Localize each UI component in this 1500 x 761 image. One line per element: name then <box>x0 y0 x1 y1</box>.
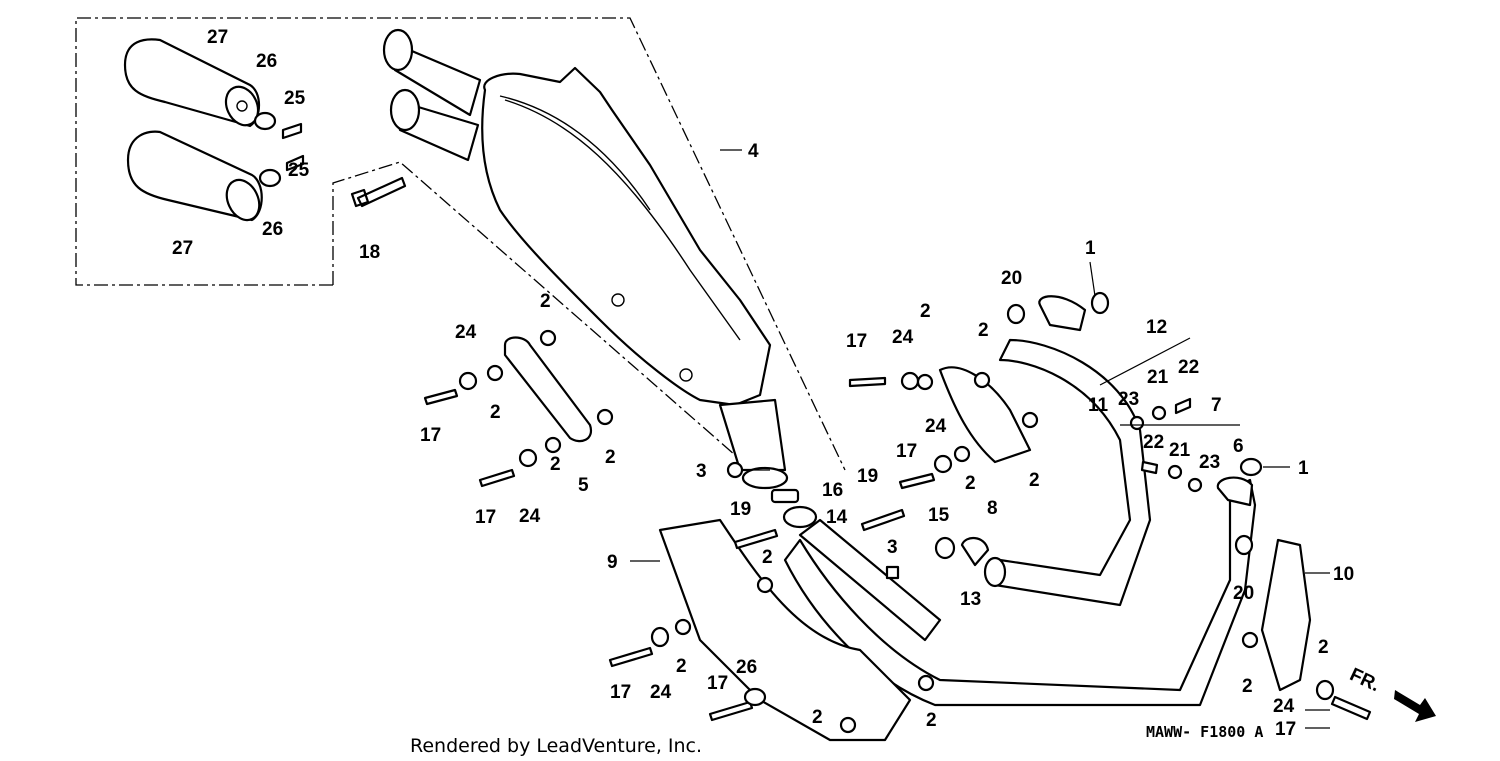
washer-26-lower <box>258 168 282 188</box>
callout-24: 24 <box>455 322 477 343</box>
callout-5: 5 <box>578 475 589 496</box>
callout-13: 13 <box>960 589 981 610</box>
callout-2: 2 <box>920 301 931 322</box>
callout-2: 2 <box>965 473 976 494</box>
callout-23: 23 <box>1118 389 1139 410</box>
callout-2: 2 <box>676 656 687 677</box>
flange-left <box>1038 295 1087 332</box>
callout-22: 22 <box>1143 432 1164 453</box>
callout-17: 17 <box>420 425 441 446</box>
callout-17: 17 <box>475 507 496 528</box>
callout-14: 14 <box>826 507 848 528</box>
callout-1: 1 <box>1298 458 1309 479</box>
callout-22: 22 <box>1178 357 1199 378</box>
callout-18: 18 <box>359 242 380 263</box>
diagram-code: MAWW- F1800 A <box>1146 723 1263 741</box>
clamp-16 <box>770 488 800 504</box>
joint-pipe <box>798 518 942 642</box>
callout-24: 24 <box>925 416 947 437</box>
bolt-18 <box>350 176 407 208</box>
inset-box-frame <box>75 17 846 471</box>
callout-21: 21 <box>1147 367 1169 388</box>
callout-2: 2 <box>812 707 823 728</box>
callout-19: 19 <box>730 499 751 520</box>
callout-2: 2 <box>490 402 501 423</box>
callout-24: 24 <box>650 682 672 703</box>
callout-24: 24 <box>892 327 914 348</box>
callout-23: 23 <box>1199 452 1220 473</box>
callout-3: 3 <box>887 537 898 558</box>
fasteners <box>423 291 1372 734</box>
callout-2: 2 <box>540 291 551 312</box>
callout-27: 27 <box>172 238 193 259</box>
callout-2: 2 <box>1242 676 1253 697</box>
callout-17: 17 <box>896 441 917 462</box>
end-cap-upper <box>123 38 261 128</box>
end-cap-lower <box>126 130 263 222</box>
heat-shield-10 <box>1260 538 1312 692</box>
callout-25: 25 <box>284 88 306 109</box>
exhaust-pipe-rear <box>983 338 1152 607</box>
callout-4: 4 <box>748 141 759 162</box>
band-5 <box>503 336 593 443</box>
callout-2: 2 <box>1029 470 1040 491</box>
callout-17: 17 <box>1275 719 1296 740</box>
clamp-13 <box>960 537 990 567</box>
muffler <box>382 28 789 490</box>
callout-15: 15 <box>928 505 950 526</box>
front-direction-label: FR. <box>1346 664 1383 696</box>
credit-line: Rendered by LeadVenture, Inc. <box>410 735 702 757</box>
clamp-14 <box>782 505 818 529</box>
callout-12: 12 <box>1146 317 1167 338</box>
flange-right <box>1216 476 1254 507</box>
callout-17: 17 <box>846 331 867 352</box>
callout-9: 9 <box>607 552 618 573</box>
callout-26: 26 <box>736 657 757 678</box>
callout-3: 3 <box>696 461 707 482</box>
callout-24: 24 <box>519 506 541 527</box>
screw-25-upper <box>281 122 303 140</box>
callout-17: 17 <box>707 673 728 694</box>
callout-21: 21 <box>1169 440 1191 461</box>
callout-26: 26 <box>256 51 277 72</box>
callout-11: 11 <box>1088 395 1109 416</box>
callout-2: 2 <box>926 710 937 731</box>
collar-15 <box>934 536 956 560</box>
callout-2: 2 <box>978 320 989 341</box>
callout-20: 20 <box>1233 583 1254 604</box>
callout-20: 20 <box>1001 268 1022 289</box>
callout-8: 8 <box>987 498 998 519</box>
callout-19: 19 <box>857 466 878 487</box>
inset-box-lower-guide <box>332 161 736 456</box>
washer-26-upper <box>253 111 277 131</box>
leader-lines <box>630 149 1330 729</box>
callout-7: 7 <box>1211 395 1222 416</box>
callout-26: 26 <box>262 219 283 240</box>
callout-16: 16 <box>822 480 843 501</box>
callout-17: 17 <box>610 682 631 703</box>
callout-2: 2 <box>605 447 616 468</box>
screw-25-lower <box>285 154 305 172</box>
callout-6: 6 <box>1233 436 1244 457</box>
callout-2: 2 <box>1318 637 1329 658</box>
callout-24: 24 <box>1273 696 1295 717</box>
callout-10: 10 <box>1333 564 1354 585</box>
exhaust-pipe-front <box>783 478 1257 707</box>
callout-25: 25 <box>288 160 310 181</box>
callout-2: 2 <box>550 454 561 475</box>
callout-2: 2 <box>762 547 773 568</box>
callout-27: 27 <box>207 27 228 48</box>
heat-shield-8 <box>938 366 1032 464</box>
callout-1: 1 <box>1085 238 1096 259</box>
front-arrow-icon <box>1394 690 1436 722</box>
